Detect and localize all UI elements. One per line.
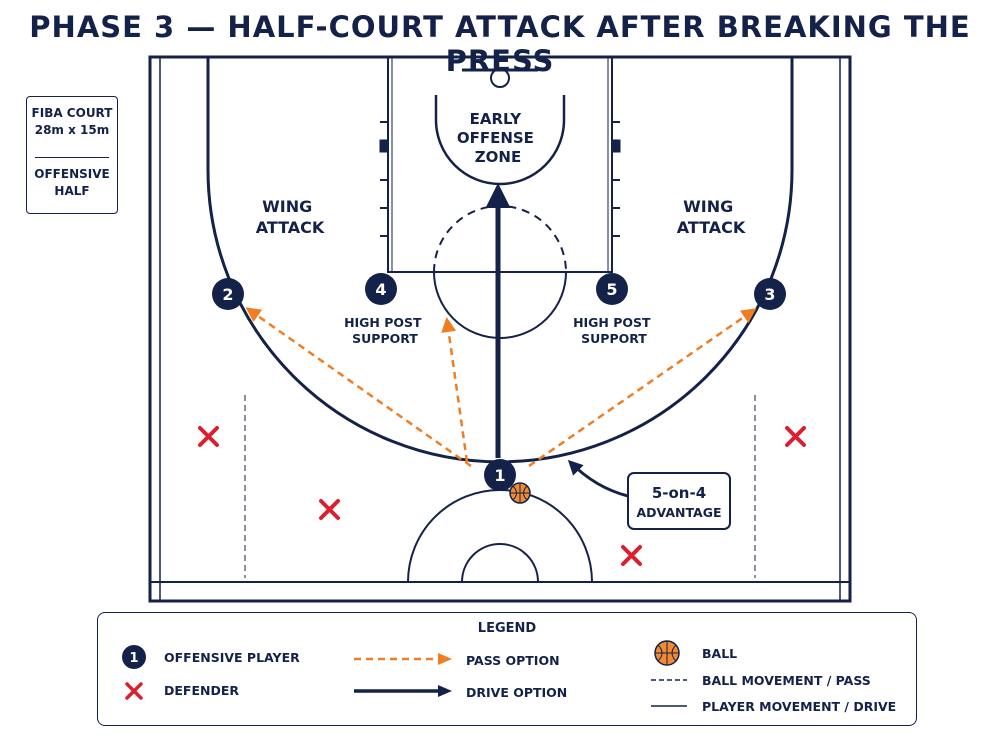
legend-defender-icon bbox=[125, 682, 143, 700]
defender-x-icon bbox=[319, 499, 340, 520]
legend-drive-arrow-icon bbox=[354, 685, 452, 697]
court-size-label: 28m x 15m bbox=[34, 123, 110, 137]
offensive-player-2: 2 bbox=[212, 278, 244, 310]
court-info-box: FIBA COURT 28m x 15m OFFENSIVE HALF bbox=[26, 96, 118, 214]
court-diagram: EARLY OFFENSE ZONE WING ATTACK WING ATTA… bbox=[148, 55, 852, 603]
svg-text:1: 1 bbox=[494, 466, 505, 485]
defender-x-icon bbox=[785, 426, 806, 447]
svg-text:4: 4 bbox=[375, 280, 386, 299]
wing-attack-right-label: WING ATTACK bbox=[677, 197, 746, 237]
offensive-player-1: 1 bbox=[484, 459, 516, 491]
basketball-icon bbox=[509, 482, 531, 504]
pass-arrow-to-3 bbox=[528, 308, 757, 468]
high-post-left-label: HIGH POST SUPPORT bbox=[344, 315, 426, 346]
defender-x-icon bbox=[198, 426, 219, 447]
rim bbox=[490, 68, 510, 88]
offensive-player-5: 5 bbox=[596, 273, 628, 305]
half-label-line2: HALF bbox=[54, 184, 90, 198]
offensive-player-4: 4 bbox=[365, 273, 397, 305]
early-offense-zone-label: EARLY OFFENSE ZONE bbox=[457, 110, 539, 166]
legend-offensive-player-icon: 1 bbox=[122, 645, 146, 669]
legend-offensive-player-label: OFFENSIVE PLAYER bbox=[164, 650, 300, 665]
pass-options bbox=[245, 307, 757, 468]
center-circle-outer bbox=[407, 489, 593, 583]
legend-player-movement-label: PLAYER MOVEMENT / DRIVE bbox=[702, 699, 897, 714]
page-title: PHASE 3 — HALF-COURT ATTACK AFTER BREAKI… bbox=[29, 10, 971, 78]
defenders bbox=[198, 426, 806, 566]
court-type-label: FIBA COURT bbox=[31, 106, 113, 120]
legend-drive-label: DRIVE OPTION bbox=[466, 685, 568, 700]
half-label-line1: OFFENSIVE bbox=[34, 167, 110, 181]
offensive-player-3: 3 bbox=[754, 278, 786, 310]
advantage-callout: 5-on-4 ADVANTAGE bbox=[627, 472, 731, 530]
legend-ball-movement-label: BALL MOVEMENT / PASS bbox=[702, 673, 871, 688]
wing-attack-left-label: WING ATTACK bbox=[256, 197, 325, 237]
svg-text:2: 2 bbox=[222, 285, 233, 304]
svg-text:ADVANTAGE: ADVANTAGE bbox=[636, 505, 721, 520]
legend: LEGEND 1 OFFENSIVE PLAYER DEFENDER PASS … bbox=[97, 612, 917, 726]
advantage-callout-arrow bbox=[567, 459, 629, 498]
svg-text:5: 5 bbox=[606, 280, 617, 299]
pass-arrow-to-2 bbox=[245, 307, 472, 468]
svg-text:5-on-4: 5-on-4 bbox=[652, 484, 706, 502]
legend-pass-label: PASS OPTION bbox=[466, 653, 560, 668]
pass-arrow-to-4 bbox=[441, 317, 469, 463]
court-outer-boundary bbox=[148, 55, 852, 603]
legend-dashed-line-icon bbox=[651, 679, 687, 681]
legend-title: LEGEND bbox=[477, 621, 537, 636]
svg-text:3: 3 bbox=[764, 285, 775, 304]
info-box-divider bbox=[35, 157, 109, 158]
legend-ball-label: BALL bbox=[702, 646, 738, 661]
center-circle-inner bbox=[461, 543, 539, 583]
svg-text:1: 1 bbox=[129, 651, 138, 666]
legend-ball-icon bbox=[654, 640, 680, 666]
legend-pass-arrow-icon bbox=[354, 653, 452, 665]
legend-solid-line-icon bbox=[651, 705, 687, 707]
defender-x-icon bbox=[621, 545, 642, 566]
high-post-right-label: HIGH POST SUPPORT bbox=[573, 315, 655, 346]
lane-block bbox=[379, 139, 388, 153]
lane-block bbox=[612, 139, 621, 153]
legend-defender-label: DEFENDER bbox=[164, 683, 239, 698]
